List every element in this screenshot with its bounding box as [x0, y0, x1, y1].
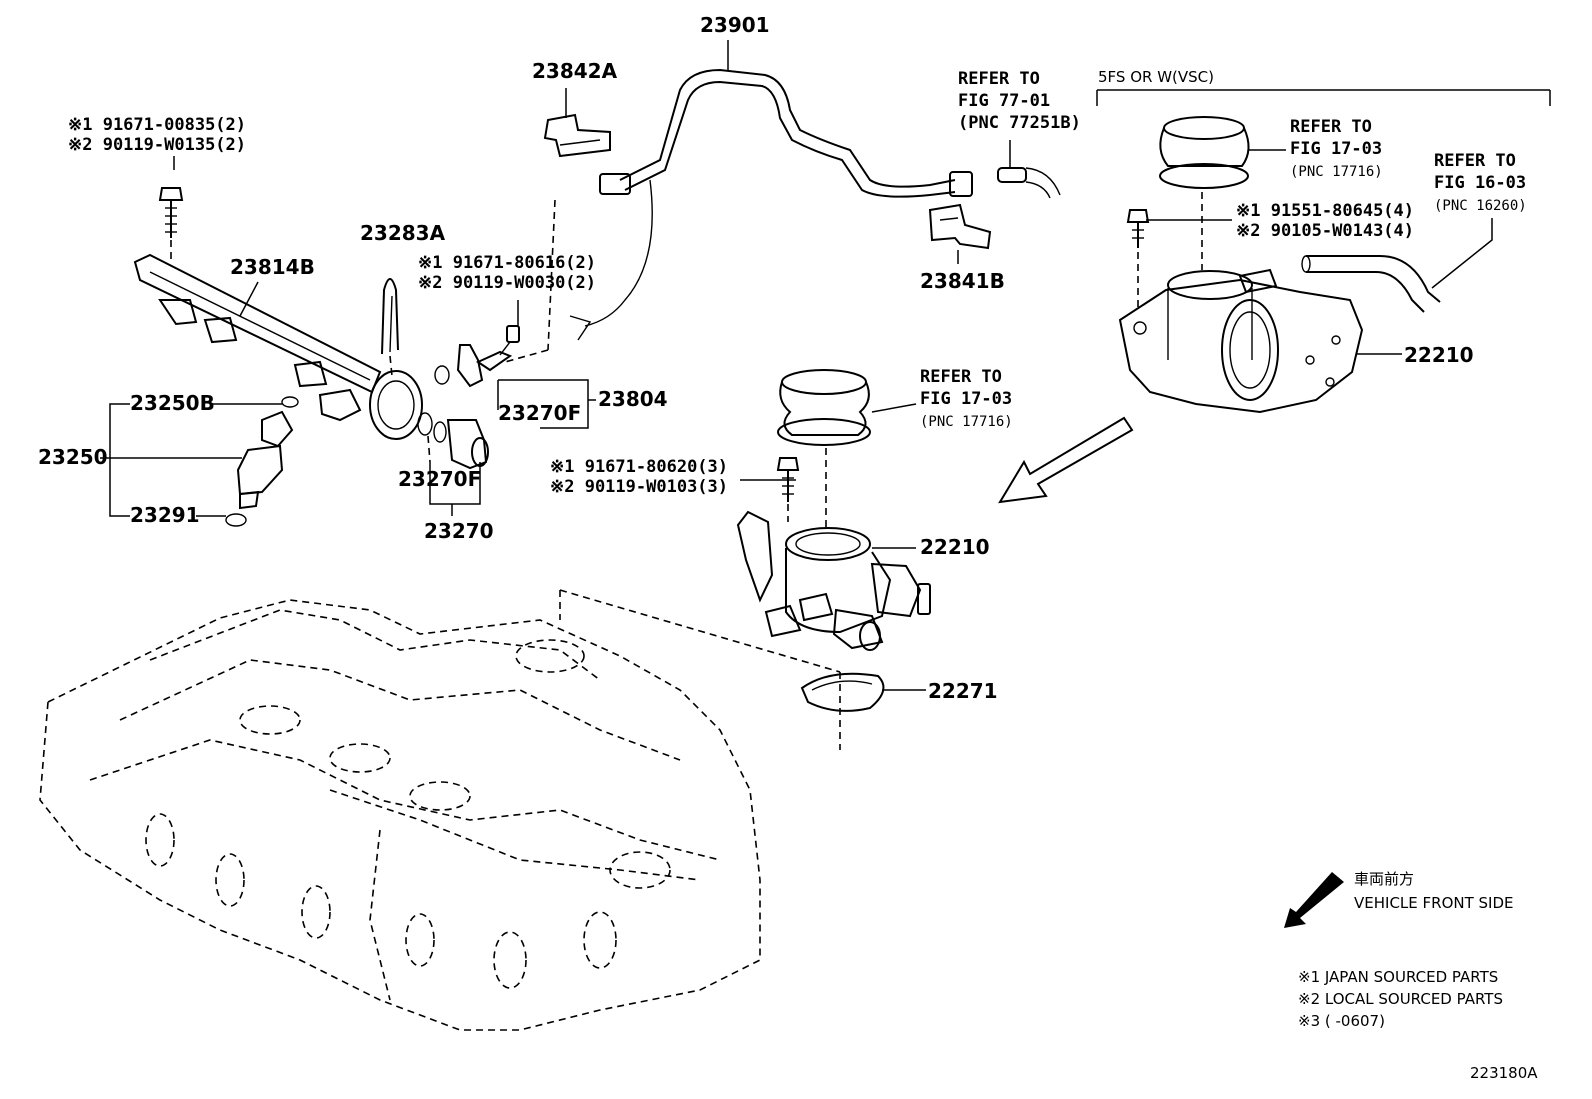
- ref17b-line2: FIG 17-03: [920, 389, 1012, 409]
- label-23270F-b: 23270F: [398, 467, 481, 491]
- gasket-22271: [800, 672, 885, 712]
- clip-23283A: [381, 278, 399, 377]
- clamp-23841B: [928, 203, 992, 250]
- ref17a-line2: FIG 17-03: [1290, 139, 1382, 159]
- label-23814B: 23814B: [230, 255, 315, 279]
- ref17a-line3: (PNC 17716): [1290, 164, 1383, 180]
- ref77-line2: FIG 77-01: [958, 91, 1050, 111]
- variant-label: 5FS OR W(VSC): [1098, 68, 1214, 86]
- front-arrow-icon: [1284, 872, 1344, 928]
- label-23270: 23270: [424, 519, 494, 543]
- front-label-jp: 車両前方: [1354, 870, 1414, 888]
- hose-stub-77251B: [997, 167, 1061, 199]
- pressure-regulator-23270: [417, 412, 489, 470]
- throttle-body-upper: [1118, 116, 1441, 414]
- label-23804: 23804: [598, 387, 668, 411]
- ref16-line3: (PNC 16260): [1434, 198, 1527, 214]
- ref77-line1: REFER TO: [958, 69, 1040, 89]
- label-23842A: 23842A: [532, 59, 618, 83]
- label-bolt3-a: ※1 91671-80620(3): [550, 457, 728, 477]
- ref16-line2: FIG 16-03: [1434, 173, 1526, 193]
- figure-code: 223180A: [1470, 1064, 1538, 1082]
- label-bolt4-a: ※1 91551-80645(4): [1236, 201, 1414, 221]
- label-23841B: 23841B: [920, 269, 1005, 293]
- label-22271: 22271: [928, 679, 998, 703]
- direction-arrow: [998, 416, 1134, 504]
- engine-cylinder-head: [39, 589, 841, 1031]
- ref17b-line1: REFER TO: [920, 367, 1002, 387]
- bolt-1: [158, 187, 184, 262]
- label-bolt2-b: ※2 90119-W0030(2): [418, 273, 596, 293]
- label-23270F-a: 23270F: [498, 401, 581, 425]
- label-22210-lower: 22210: [920, 535, 990, 559]
- label-bolt3-b: ※2 90119-W0103(3): [550, 477, 728, 497]
- clamp-23842A: [543, 113, 611, 158]
- throttle-body-lower: [736, 369, 931, 651]
- leader-lines: [100, 40, 1493, 691]
- label-22210-upper: 22210: [1404, 343, 1474, 367]
- label-bolt1-a: ※1 91671-00835(2): [68, 115, 246, 135]
- label-23250B: 23250B: [130, 391, 215, 415]
- damper-23804: [434, 199, 556, 388]
- ref77-line3: (PNC 77251B): [958, 113, 1081, 133]
- label-bolt2-a: ※1 91671-80616(2): [418, 253, 596, 273]
- label-23250: 23250: [38, 445, 108, 469]
- variant-bracket: [1096, 89, 1551, 106]
- fuel-rail-23814B: [133, 253, 423, 440]
- legend-3: ※3 ( -0607): [1298, 1012, 1385, 1030]
- label-23291: 23291: [130, 503, 200, 527]
- legend-1: ※1 JAPAN SOURCED PARTS: [1298, 968, 1498, 986]
- ref17a-line1: REFER TO: [1290, 117, 1372, 137]
- front-label-en: VEHICLE FRONT SIDE: [1354, 894, 1514, 912]
- ref17b-line3: (PNC 17716): [920, 414, 1013, 430]
- label-bolt1-b: ※2 90119-W0135(2): [68, 135, 246, 155]
- fuel-hose-23901: [569, 68, 973, 341]
- label-23283A: 23283A: [360, 221, 446, 245]
- ref16-line1: REFER TO: [1434, 151, 1516, 171]
- legend-2: ※2 LOCAL SOURCED PARTS: [1298, 990, 1503, 1008]
- label-23901: 23901: [700, 13, 770, 37]
- label-bolt4-b: ※2 90105-W0143(4): [1236, 221, 1414, 241]
- injector-23250: [225, 396, 299, 527]
